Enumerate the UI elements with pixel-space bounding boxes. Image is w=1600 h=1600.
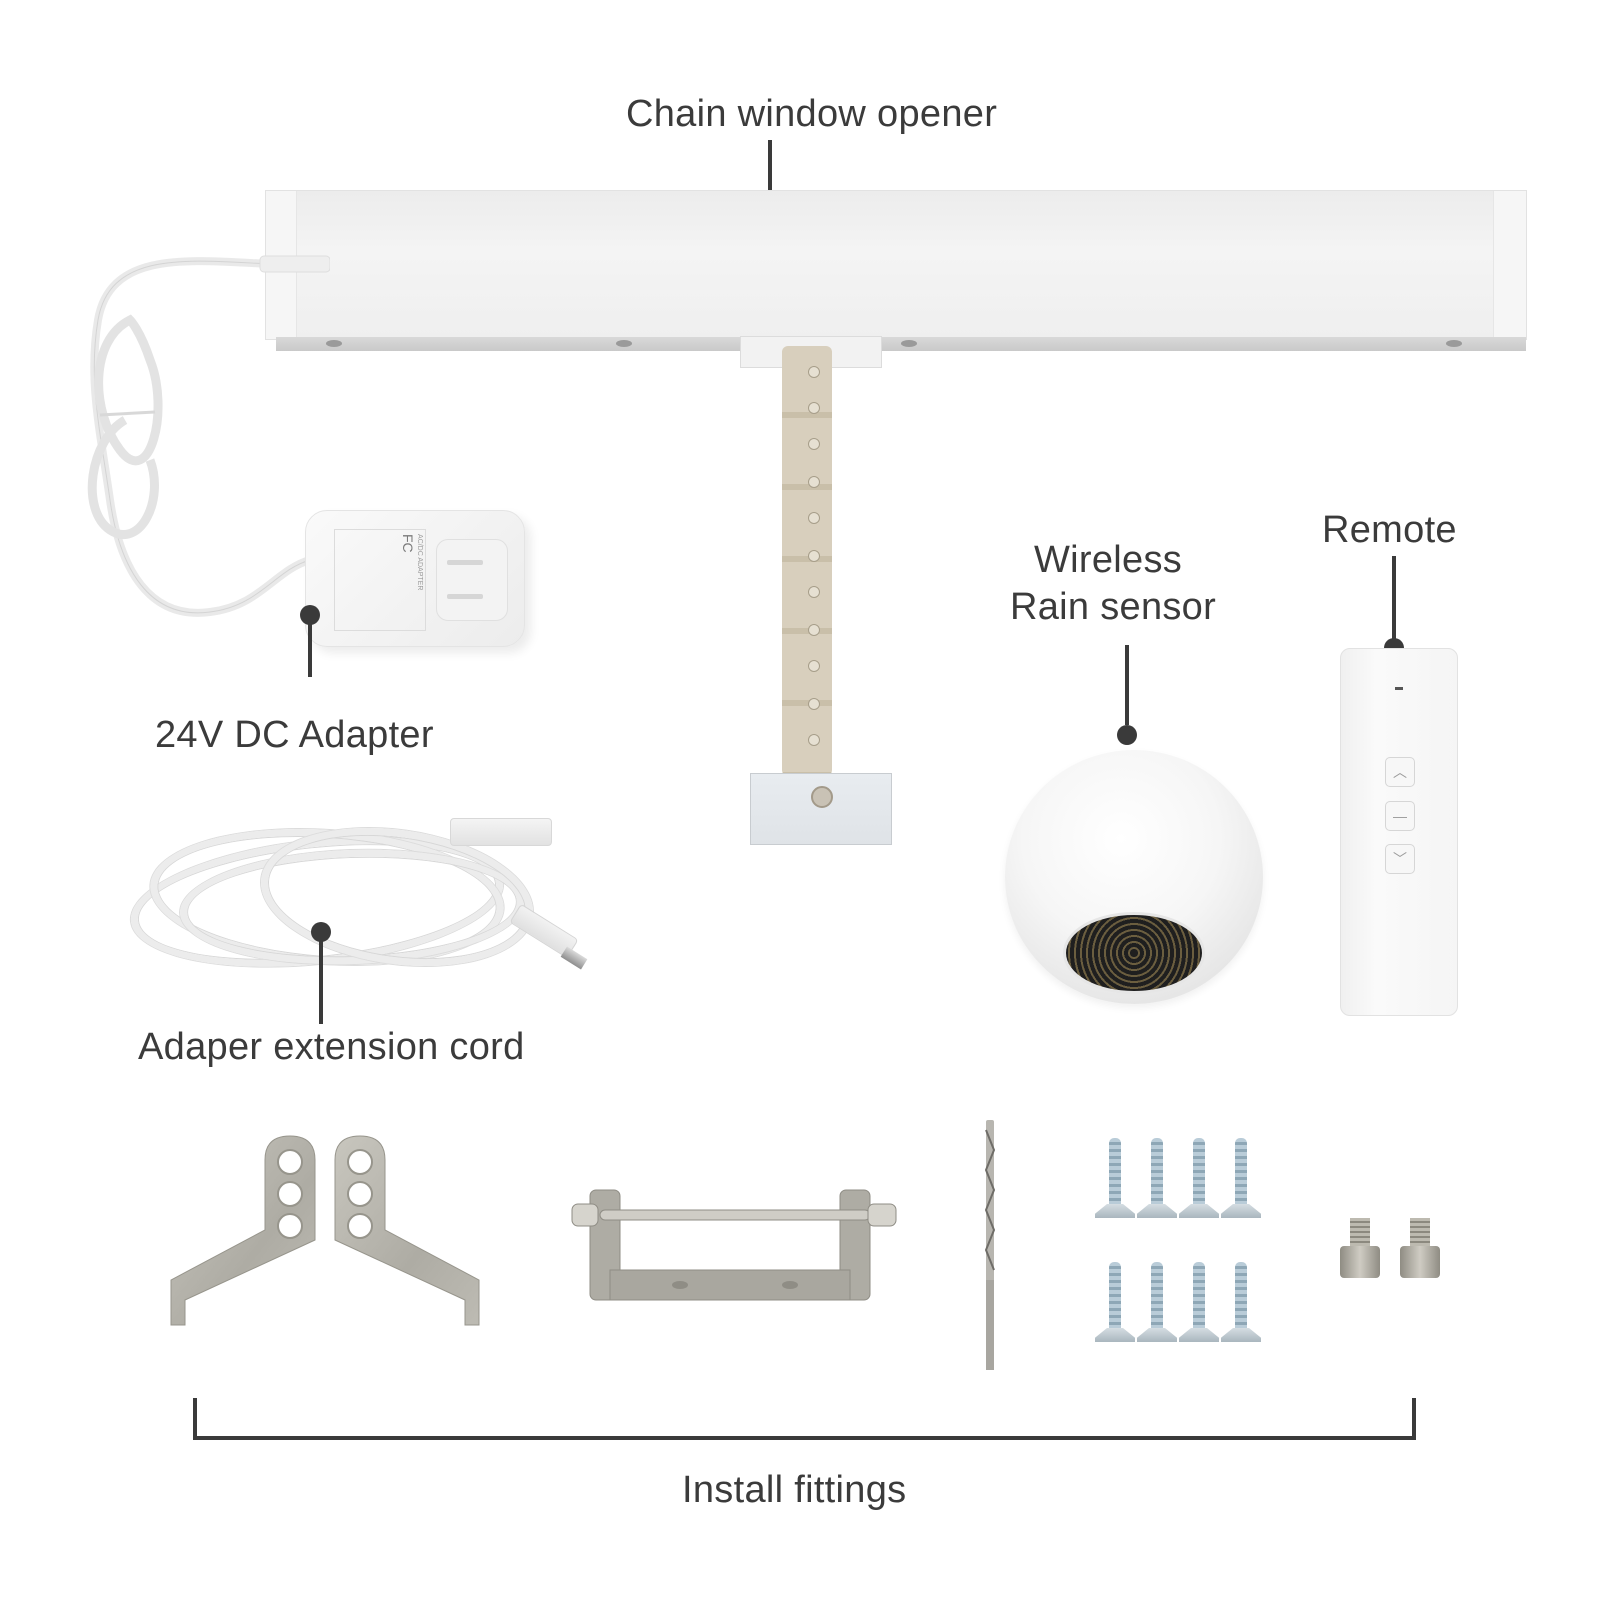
- drill-bit: [984, 1120, 996, 1370]
- remote-led-indicator: [1395, 687, 1403, 690]
- chain-pin: [808, 550, 820, 562]
- screw-icon: [1179, 1262, 1219, 1342]
- chain-pin: [808, 624, 820, 636]
- plug-prong: [447, 594, 483, 599]
- fittings-bracket-bottom: [193, 1436, 1416, 1440]
- leader-line-adapter: [308, 615, 312, 677]
- plug-prong: [447, 560, 483, 565]
- wireless-rain-sensor: [1005, 750, 1263, 1004]
- dc-female-connector: [450, 818, 552, 846]
- shoulder-bolt-icon: [1400, 1218, 1440, 1278]
- label-extension-cord: Adaper extension cord: [138, 1026, 525, 1068]
- power-cable: [87, 255, 330, 617]
- remote-down-button[interactable]: ﹀: [1385, 844, 1415, 874]
- hinge-bracket-with-rod: [571, 1189, 897, 1301]
- chain-window-opener-body: [265, 190, 1527, 351]
- screw-hole: [616, 340, 632, 347]
- leader-line-opener: [768, 140, 772, 228]
- chain-pin: [808, 586, 820, 598]
- label-dc-adapter: 24V DC Adapter: [155, 714, 434, 756]
- leader-line-cord: [319, 932, 323, 1024]
- shoulder-bolt-icon: [1340, 1218, 1380, 1278]
- chain-pin: [808, 734, 820, 746]
- screw-icon: [1095, 1138, 1135, 1218]
- label-rain-sensor-line2: Rain sensor: [1010, 586, 1217, 628]
- extension-cord: [110, 800, 588, 1000]
- rain-sensing-spiral-pad: [1063, 912, 1205, 994]
- label-install-fittings: Install fittings: [682, 1469, 907, 1511]
- mounting-bracket-pair: [170, 1135, 480, 1326]
- fittings-bracket-right: [1412, 1398, 1416, 1440]
- leader-dot-sensor: [1117, 725, 1137, 745]
- dc-adapter: AC/DC ADAPTER FC: [305, 510, 525, 647]
- chain-pin: [808, 698, 820, 710]
- screw-hole: [1446, 340, 1462, 347]
- chain-pin: [808, 402, 820, 414]
- adapter-plug: [436, 539, 508, 621]
- screw-icon: [1137, 1262, 1177, 1342]
- remote-stop-button[interactable]: —: [1385, 801, 1415, 831]
- screw-icon: [1179, 1138, 1219, 1218]
- screw-icon: [1137, 1138, 1177, 1218]
- dc-pin-tip: [560, 946, 588, 970]
- bolt-icon: [811, 786, 833, 808]
- label-rain-sensor-line1: Wireless: [1034, 539, 1183, 581]
- screw-hole: [326, 340, 342, 347]
- opener-end-cap-right: [1493, 191, 1526, 339]
- chain-pin: [808, 660, 820, 672]
- label-remote: Remote: [1322, 509, 1457, 551]
- chain-pin: [808, 512, 820, 524]
- fittings-bracket-left: [193, 1398, 197, 1440]
- adapter-label-print: AC/DC ADAPTER FC: [334, 529, 426, 631]
- chain-pin: [808, 438, 820, 450]
- fc-mark: FC: [400, 534, 416, 553]
- remote-control: ︿ — ﹀: [1340, 648, 1458, 1016]
- screw-icon: [1221, 1138, 1261, 1218]
- chain-pin: [808, 366, 820, 378]
- label-chain-window-opener: Chain window opener: [626, 93, 998, 135]
- chain-links: [782, 346, 832, 776]
- chain-end-bracket: [750, 773, 892, 845]
- leader-line-sensor: [1125, 645, 1129, 725]
- adapter-print-title: AC/DC ADAPTER: [416, 534, 423, 591]
- chain-pin: [808, 476, 820, 488]
- screw-icon: [1221, 1262, 1261, 1342]
- leader-line-remote: [1392, 556, 1396, 648]
- screw-hole: [901, 340, 917, 347]
- remote-up-button[interactable]: ︿: [1385, 757, 1415, 787]
- screw-icon: [1095, 1262, 1135, 1342]
